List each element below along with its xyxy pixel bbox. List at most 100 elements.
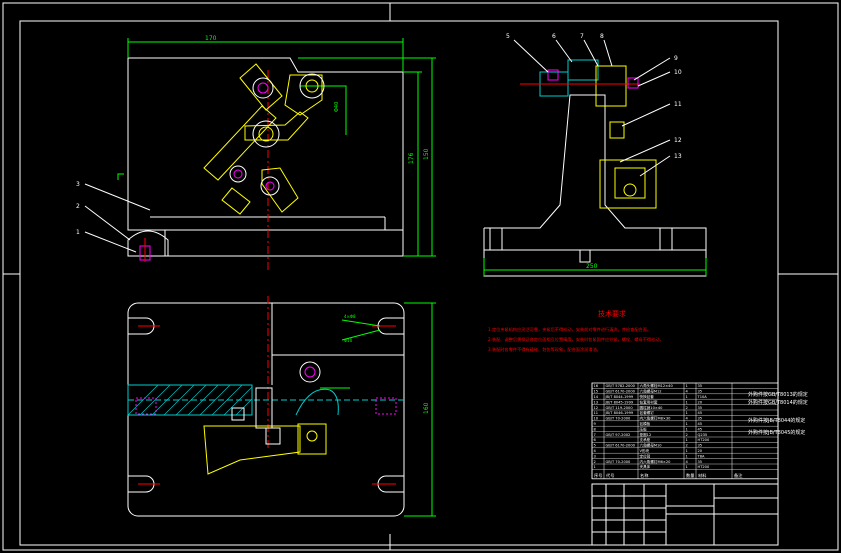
dim-side-width: 250 [586,263,598,270]
callout-6: 6 [552,33,556,40]
bom-cell: 垫圈12 [640,432,652,437]
bom-cell: 7 [594,433,596,437]
callout-7: 7 [580,33,584,40]
bom-cell: 圆柱销10×40 [640,405,664,410]
v-block [127,230,169,262]
bom-cell: 15 [594,390,599,394]
dim-plan-height: 160 [423,402,430,414]
bom-cell: T8A [697,454,705,458]
bom-cell: 1 [686,438,688,442]
dim-plan-mid: Φ10 [344,338,353,343]
front-holes [229,73,325,196]
dim-small-right: Φ40 [334,102,340,112]
plan-slots [128,317,404,493]
bom-cell: 压板 [640,426,648,431]
bom-cell: 1 [686,449,688,453]
plan-clamp [203,387,327,475]
bom-cell: 45 [698,411,703,415]
callout-10: 10 [674,69,682,76]
bom-cell: 10 [594,417,599,421]
bom-cell: 六角螺母M10 [640,443,663,448]
bom-header: 序号 [594,472,602,479]
bom-cell: 1 [686,454,688,458]
bom-cell: V形块 [640,448,650,453]
bom-cell: 3 [594,454,596,458]
side-note-1: 外购件按GB/T8013的规定 [748,391,808,398]
side-note-3: 外购件按JB/T8044的规定 [748,417,805,424]
bom-cell: 钻套螺钉 [640,410,655,415]
callout-1: 1 [76,229,80,236]
bom-cell: GB/T 5782-2000 [606,384,636,388]
bom-cell: 35 [698,444,703,448]
plan-dimensions [320,302,436,517]
bom-cell: 35 [698,390,703,394]
bom-cell: 钻模板 [640,421,651,426]
bom-cell: 2 [594,460,596,464]
bom-cell: 1 [686,427,688,431]
side-note-4: 外购件按JB/T8045的规定 [748,429,805,436]
left-leaders [84,183,151,253]
callout-11: 11 [674,101,682,108]
callout-9: 9 [674,55,678,62]
bom-cell: 11 [594,411,599,415]
bom-cell: 35 [698,417,703,421]
plan-section [127,384,404,416]
bom-cell: JB/T 8045-1999 [605,400,634,404]
bom-cell: GB/T 119-2000 [606,406,634,410]
bom-cell: 内六角螺钉M8×30 [640,416,672,421]
callout-13: 13 [674,153,682,160]
bom-cell: 8 [594,427,597,431]
callout-12: 12 [674,137,682,144]
front-base [128,229,404,257]
side-body [483,94,707,277]
bom-cell: 4 [686,460,689,464]
callout-3: 3 [76,181,80,188]
side-leaders [513,39,671,177]
side-dimensions [483,258,707,276]
bom-cell: 45 [698,422,703,426]
bom-cell: 1 [686,465,688,469]
bom-cell: 夹具体 [640,464,651,469]
bom-cell: 钻套用衬套 [640,399,658,404]
bom-cell: T10A [697,395,708,399]
bom-cell: GB/T 70-2000 [606,460,632,464]
bom-header: 代号 [606,472,614,479]
bom-cell: GB/T 6170-2000 [606,390,636,394]
bom-cell: 4 [594,449,597,453]
dim-right-h2: 150 [423,148,430,160]
bom-cell: JB/T 8046-1999 [605,411,634,415]
callout-5: 5 [506,33,510,40]
front-dimensions [117,38,436,257]
bom-cell: GB/T 70-2000 [606,417,632,421]
bom-cell: 六角螺母M12 [640,389,662,394]
bom-cell: 6 [594,438,597,442]
bom-cell: 定位销 [640,453,651,458]
bom-cell: 4 [686,417,689,421]
bom-cell: 12 [594,406,599,410]
dim-top-width: 170 [205,35,217,42]
plan-slot-marks [138,325,396,485]
bom-cell: HT200 [698,438,710,442]
note-line-2: 2.装配、调整后需保证各定位面相互位置精度，安装时各紧固件应拧紧，螺栓、螺母不得… [488,336,664,343]
callout-2: 2 [76,203,80,210]
notes-title: 技术要求 [598,309,626,318]
bom-cell: 35 [698,384,703,388]
bom-cell: 1 [686,411,688,415]
bom-cell: 1 [686,395,688,399]
bom-cell: 2 [686,406,688,410]
bom-cell: 快换钻套 [640,394,655,399]
bom-cell: 4 [686,390,689,394]
bom-cell: 20 [698,400,703,404]
bom-cell: GB/T 6170-2000 [606,444,636,448]
bom-cell: 35 [698,460,703,464]
dim-plan-top: 4×Φ8 [344,314,356,319]
clamp-arm [203,63,323,215]
bom-cell: 14 [594,395,599,399]
bom-cell: Q235 [698,433,708,437]
bom-cell: GB/T 97-2002 [606,433,631,437]
side-clamp [520,59,657,209]
bom-cell: 5 [594,444,596,448]
callout-8: 8 [600,33,604,40]
